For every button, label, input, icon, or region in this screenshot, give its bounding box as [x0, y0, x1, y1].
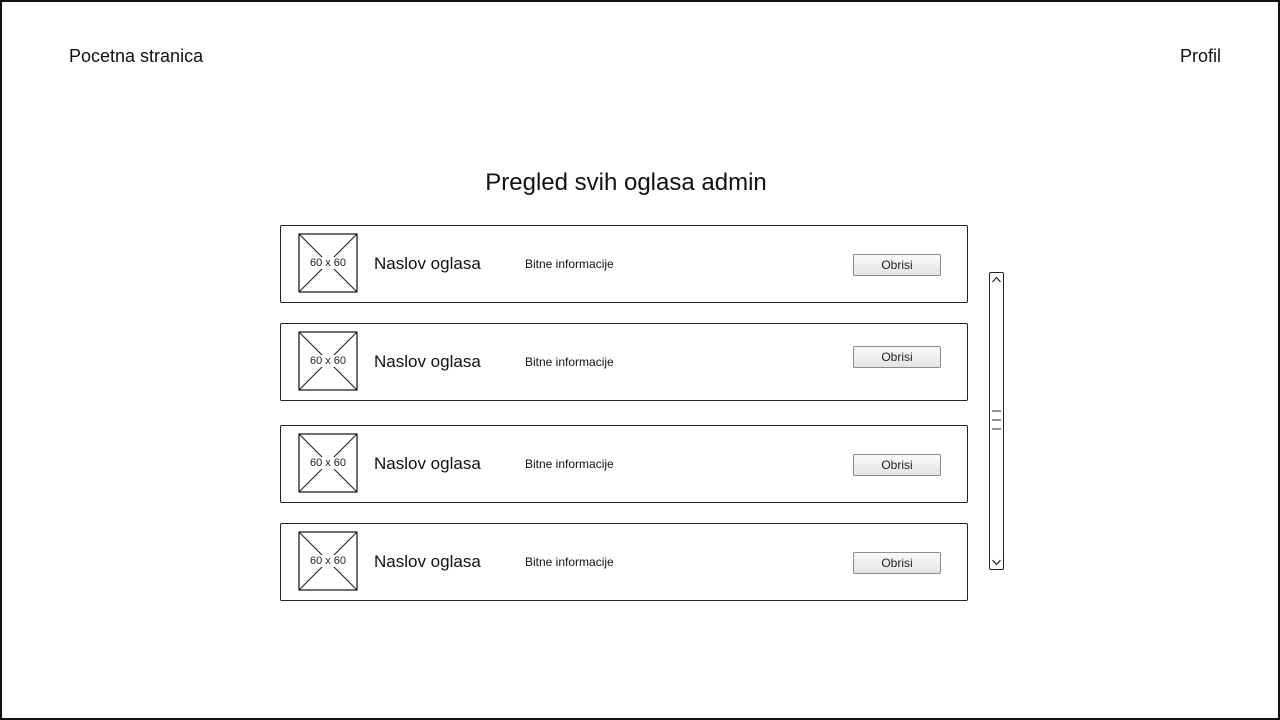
- delete-button[interactable]: Obrisi: [853, 552, 941, 574]
- page-title: Pregled svih oglasa admin: [485, 169, 767, 197]
- image-placeholder-icon: 60 x 60: [298, 233, 358, 293]
- ad-card: 60 x 60 Naslov oglasa Bitne informacije …: [280, 225, 968, 303]
- ad-card: 60 x 60 Naslov oglasa Bitne informacije …: [280, 425, 968, 503]
- vertical-scrollbar[interactable]: [989, 272, 1004, 570]
- image-placeholder-label: 60 x 60: [308, 555, 348, 567]
- image-placeholder-label: 60 x 60: [308, 457, 348, 469]
- scrollbar-thumb[interactable]: [990, 409, 1003, 433]
- ad-title: Naslov oglasa: [374, 352, 481, 371]
- ad-card: 60 x 60 Naslov oglasa Bitne informacije …: [280, 323, 968, 401]
- ad-title: Naslov oglasa: [374, 254, 481, 273]
- ad-info: Bitne informacije: [525, 555, 614, 569]
- scroll-up-icon[interactable]: [990, 273, 1003, 287]
- ad-title: Naslov oglasa: [374, 552, 481, 571]
- ad-info: Bitne informacije: [525, 355, 614, 369]
- delete-button[interactable]: Obrisi: [853, 254, 941, 276]
- image-placeholder-label: 60 x 60: [308, 257, 348, 269]
- image-placeholder-icon: 60 x 60: [298, 433, 358, 493]
- nav-home-link[interactable]: Pocetna stranica: [69, 46, 204, 66]
- image-placeholder-label: 60 x 60: [308, 355, 348, 367]
- ad-info: Bitne informacije: [525, 457, 614, 471]
- delete-button[interactable]: Obrisi: [853, 454, 941, 476]
- image-placeholder-icon: 60 x 60: [298, 331, 358, 391]
- nav-profile-link[interactable]: Profil: [1179, 46, 1221, 66]
- ad-card: 60 x 60 Naslov oglasa Bitne informacije …: [280, 523, 968, 601]
- ad-title: Naslov oglasa: [374, 454, 481, 473]
- scroll-down-icon[interactable]: [990, 555, 1003, 569]
- ad-info: Bitne informacije: [525, 257, 614, 271]
- delete-button[interactable]: Obrisi: [853, 346, 941, 368]
- image-placeholder-icon: 60 x 60: [298, 531, 358, 591]
